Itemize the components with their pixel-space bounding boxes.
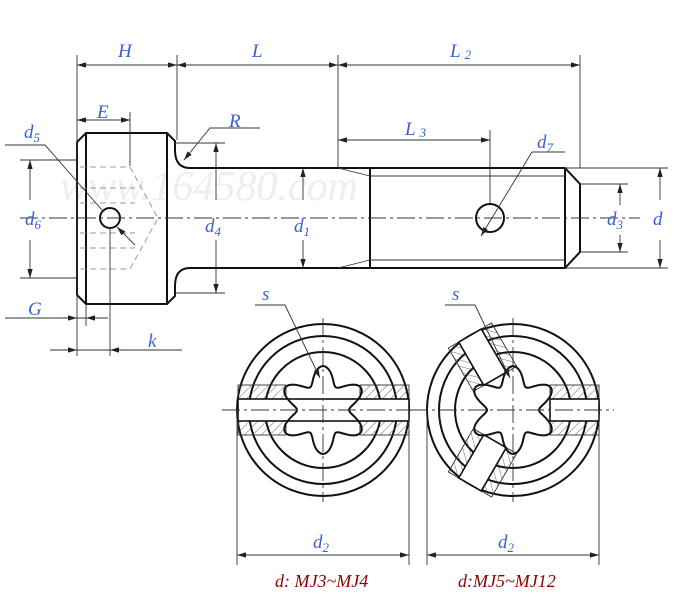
label-d2-left: d2: [313, 532, 330, 555]
label-d7: d7: [537, 132, 554, 155]
caption-right: d:MJ5~MJ12: [458, 571, 556, 591]
torx-recess-right: [473, 364, 553, 456]
label-s-left: s: [262, 284, 269, 305]
label-H: H: [117, 41, 133, 62]
watermark: www.164580.com: [60, 164, 358, 210]
dimensions: [5, 55, 668, 356]
label-L: L: [251, 41, 263, 62]
label-d2-right: d2: [498, 532, 515, 555]
torx-recess-left: [283, 364, 363, 456]
label-E: E: [96, 102, 109, 123]
bolt-side-view: [20, 132, 640, 305]
label-d1: d1: [294, 216, 310, 239]
end-views: [222, 304, 614, 565]
end-view-left: [222, 304, 424, 502]
label-d5: d5: [24, 122, 41, 145]
label-d3: d3: [607, 209, 624, 232]
label-d6: d6: [25, 209, 42, 232]
label-s-right: s: [452, 284, 459, 305]
label-G: G: [28, 299, 42, 320]
end-view-right: [410, 304, 614, 502]
caption-left: d: MJ3~MJ4: [275, 571, 368, 591]
label-k: k: [148, 331, 157, 352]
label-d: d: [653, 209, 663, 230]
label-d4: d4: [205, 216, 222, 239]
label-R: R: [228, 111, 241, 132]
